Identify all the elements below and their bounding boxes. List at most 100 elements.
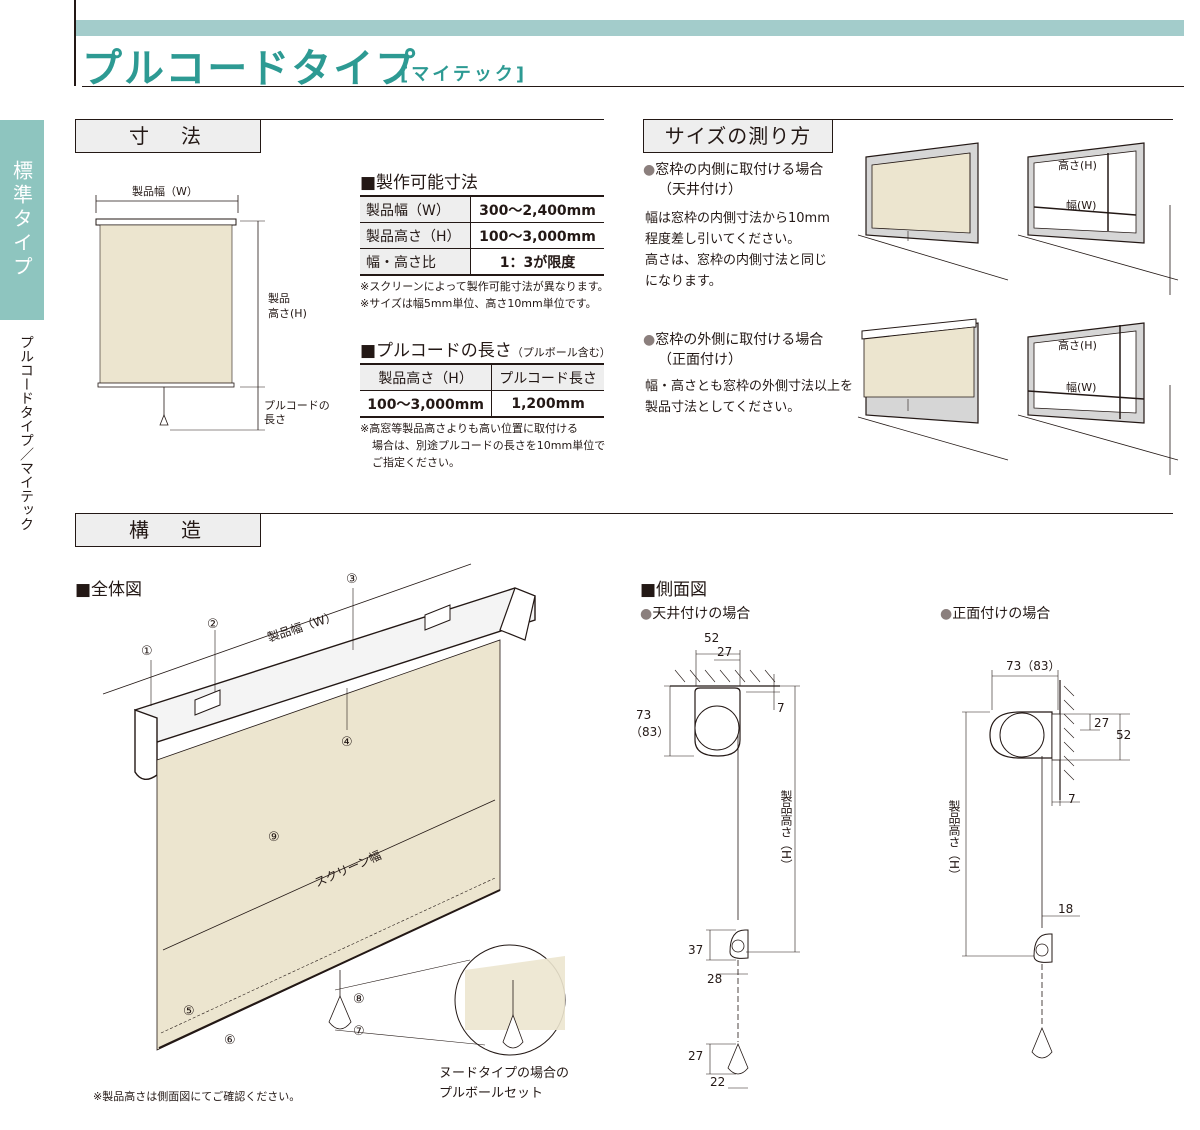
overall-heading: ■全体図	[75, 580, 143, 600]
measure-inside-subtitle: （天井付け）	[658, 182, 742, 198]
outside-width-label: 幅(W)	[1066, 381, 1097, 394]
table-row: 製品高さ（H）100～3,000mm	[360, 222, 604, 249]
page-title: プルコードタイプ	[82, 46, 418, 92]
ceiling-dim-27b: 27	[688, 1049, 704, 1063]
ceiling-side-diagram	[664, 650, 800, 1089]
front-dim-27: 27	[1094, 716, 1110, 730]
producible-note: ※サイズは幅5mm単位、高さ10mm単位です。	[360, 297, 597, 310]
ceiling-dim-22: 22	[710, 1075, 726, 1089]
ceiling-title-text: 天井付けの場合	[652, 606, 751, 622]
part-label-8: ⑧	[353, 992, 365, 1007]
table-row: 製品幅（W）300～2,400mm	[360, 195, 604, 223]
ceiling-title: ●天井付けの場合	[640, 604, 750, 624]
table-header: プルコード長さ	[491, 363, 604, 391]
front-dim-52: 52	[1116, 728, 1132, 742]
side-heading: ■側面図	[640, 580, 708, 600]
structure-footnote: ※製品高さは側面図にてご確認ください。	[93, 1090, 301, 1103]
ceiling-dim-83: （83）	[630, 725, 670, 739]
producible-table: 製品幅（W）300～2,400mm 製品高さ（H）100～3,000mm 幅・高…	[360, 195, 604, 276]
table-cell: 100～3,000mm	[470, 222, 604, 249]
window-inside-illustration	[857, 142, 1179, 295]
section-dimensions-heading: 寸 法	[75, 119, 261, 153]
front-side-diagram	[962, 670, 1130, 1059]
section-measure-heading: サイズの測り方	[643, 119, 833, 153]
measure-inside-line: 幅は窓枠の内側寸法から10mm	[645, 211, 830, 226]
header-band	[76, 20, 1184, 36]
bullet-icon: ●	[643, 332, 656, 348]
table-row: 製品高さ（H）プルコード長さ	[360, 363, 604, 391]
bullet-icon: ●	[640, 606, 653, 622]
part-label-7: ⑦	[353, 1024, 365, 1039]
part-label-2: ②	[207, 617, 219, 632]
part-label-4: ④	[341, 735, 353, 750]
inside-width-label: 幅(W)	[1066, 199, 1097, 212]
front-dim-7: 7	[1068, 792, 1076, 806]
height-label-line2: 高さ(H)	[268, 307, 307, 320]
table-cell: 300～2,400mm	[470, 195, 604, 223]
section-rule	[259, 513, 1173, 514]
section-rule	[831, 119, 1173, 120]
bullet-icon: ●	[643, 162, 656, 178]
measure-outside-title: ●窓枠の外側に取付ける場合	[643, 330, 823, 350]
height-label-line1: 製品	[268, 292, 290, 305]
bullet-icon: ●	[940, 606, 953, 622]
table-cell: 幅・高さ比	[360, 248, 471, 276]
ceiling-height-label: 製品高さ（H）	[779, 790, 793, 872]
table-header: 製品高さ（H）	[360, 363, 492, 391]
width-label: 製品幅（W）	[132, 185, 198, 198]
outside-height-label: 高さ(H)	[1058, 339, 1097, 352]
inside-height-label: 高さ(H)	[1058, 159, 1097, 172]
overall-diagram	[102, 563, 566, 1056]
measure-inside-line: になります。	[645, 274, 722, 289]
part-label-1: ①	[141, 644, 153, 659]
pullcord-note: 場合は、別途プルコードの長さを10mm単位で	[372, 439, 606, 452]
producible-heading: ■製作可能寸法	[360, 173, 479, 193]
measure-inside-line: 程度差し引いてください。	[645, 232, 801, 247]
measure-inside-title-text: 窓枠の内側に取付ける場合	[655, 162, 824, 178]
measure-outside-line: 幅・高さとも窓枠の外側寸法以上を	[645, 379, 854, 394]
cord-label-line2: 長さ	[264, 413, 286, 426]
front-title-text: 正面付けの場合	[952, 606, 1051, 622]
header-divider	[74, 0, 76, 86]
section-rule	[259, 119, 604, 120]
ceiling-dim-37: 37	[688, 943, 704, 957]
measure-inside-title: ●窓枠の内側に取付ける場合	[643, 160, 823, 180]
header-rule	[82, 86, 1184, 87]
ceiling-dim-73: 73	[636, 708, 652, 722]
table-cell: 製品幅（W）	[360, 195, 471, 223]
pullcord-heading-small: （プルボール含む）	[511, 346, 611, 359]
nude-label-line1: ヌードタイプの場合の	[439, 1066, 570, 1081]
ceiling-dim-27: 27	[717, 645, 733, 659]
side-tab: 標準タイプ	[0, 120, 44, 320]
front-title: ●正面付けの場合	[940, 604, 1050, 624]
measure-outside-subtitle: （正面付け）	[658, 352, 742, 368]
pullcord-heading-text: ■プルコードの長さ	[360, 341, 512, 361]
page-subtitle: [マイテック]	[400, 64, 528, 85]
front-dim-73-83: 73（83）	[1006, 659, 1061, 673]
measure-outside-title-text: 窓枠の外側に取付ける場合	[655, 332, 824, 348]
part-label-3: ③	[346, 572, 358, 587]
measure-outside-line: 製品寸法としてください。	[645, 400, 801, 415]
ceiling-dim-52: 52	[704, 631, 720, 645]
front-height-label: 製品高さ（H）	[947, 800, 961, 882]
dimension-diagram	[95, 195, 265, 431]
window-outside-illustration	[857, 318, 1179, 475]
cord-label-line1: プルコードの	[264, 399, 330, 412]
table-cell: 1,200mm	[491, 390, 604, 418]
section-structure-heading: 構 造	[75, 513, 261, 547]
ceiling-dim-28: 28	[707, 972, 723, 986]
table-cell: 1：3が限度	[470, 248, 604, 276]
table-cell: 製品高さ（H）	[360, 222, 471, 249]
nude-label-line2: プルボールセット	[439, 1086, 544, 1101]
table-cell: 100～3,000mm	[360, 390, 492, 418]
producible-note: ※スクリーンによって製作可能寸法が異なります。	[360, 280, 609, 293]
pullcord-heading: ■プルコードの長さ（プルボール含む）	[360, 336, 611, 361]
front-dim-18: 18	[1058, 902, 1074, 916]
measure-inside-line: 高さは、窓枠の内側寸法と同じ	[645, 253, 828, 268]
part-label-9: ⑨	[268, 830, 280, 845]
ceiling-dim-7: 7	[777, 701, 785, 715]
part-label-5: ⑤	[183, 1004, 195, 1019]
